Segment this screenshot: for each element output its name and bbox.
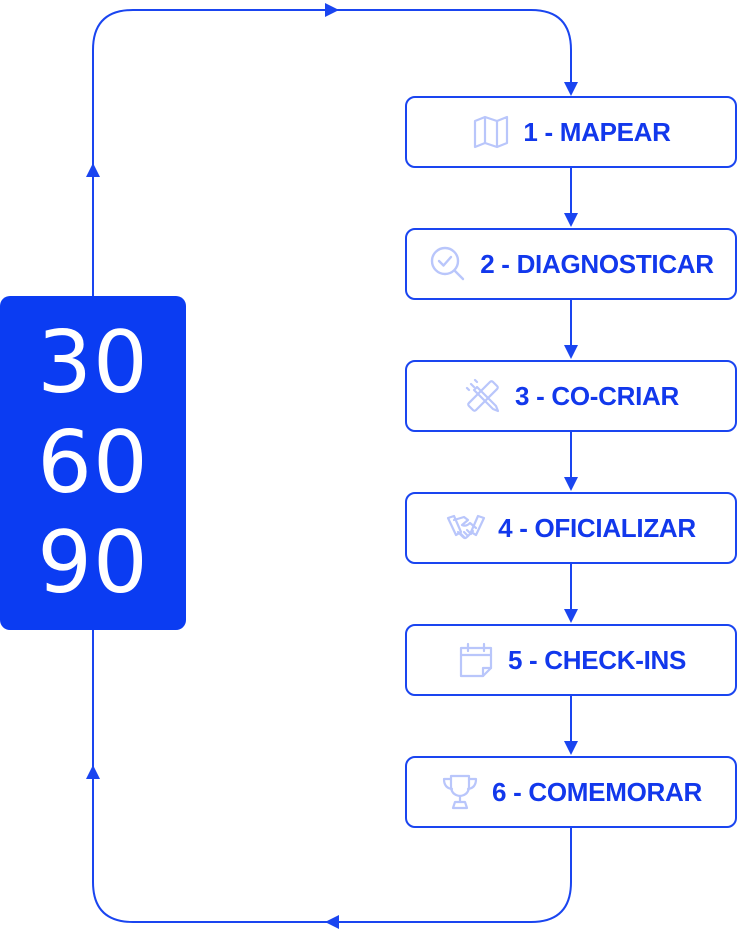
step-label: 3 - CO-CRIAR	[515, 380, 679, 411]
arrow-top-right	[325, 3, 339, 17]
arrow-into-step-1	[564, 82, 578, 96]
map-icon	[471, 112, 511, 152]
step-mapear[interactable]: 1 - MAPEAR	[405, 96, 737, 168]
calendar-icon	[456, 640, 496, 680]
step-label: 5 - CHECK-INS	[507, 644, 687, 675]
search-check-icon	[428, 244, 468, 284]
trophy-icon	[440, 772, 480, 812]
arrow-into-step-4	[564, 477, 578, 491]
step-check-ins[interactable]: 5 - CHECK-INS	[405, 624, 737, 696]
step-oficializar[interactable]: 4 - OFICIALIZAR	[405, 492, 737, 564]
arrow-into-step-3	[564, 345, 578, 359]
step-co-criar[interactable]: 3 - CO-CRIAR	[405, 360, 737, 432]
badge-number-60: 60	[37, 413, 149, 513]
arrow-into-step-5	[564, 609, 578, 623]
arrow-up-left-lower	[86, 765, 100, 779]
badge-number-30: 30	[37, 313, 149, 413]
step-comemorar[interactable]: 6 - COMEMORAR	[405, 756, 737, 828]
arrow-up-left-upper	[86, 163, 100, 177]
badge-number-90: 90	[37, 513, 149, 613]
cycle-badge: 30 60 90	[0, 296, 186, 630]
step-label: 4 - OFICIALIZAR	[498, 512, 696, 543]
arrow-into-step-6	[564, 741, 578, 755]
step-label: 2 - DIAGNOSTICAR	[480, 248, 714, 279]
pencil-ruler-icon	[463, 376, 503, 416]
step-diagnosticar[interactable]: 2 - DIAGNOSTICAR	[405, 228, 737, 300]
handshake-icon	[446, 508, 486, 548]
step-label: 6 - COMEMORAR	[492, 776, 702, 807]
arrow-into-step-2	[564, 213, 578, 227]
step-label: 1 - MAPEAR	[523, 116, 671, 147]
arrow-bottom-left	[325, 915, 339, 929]
